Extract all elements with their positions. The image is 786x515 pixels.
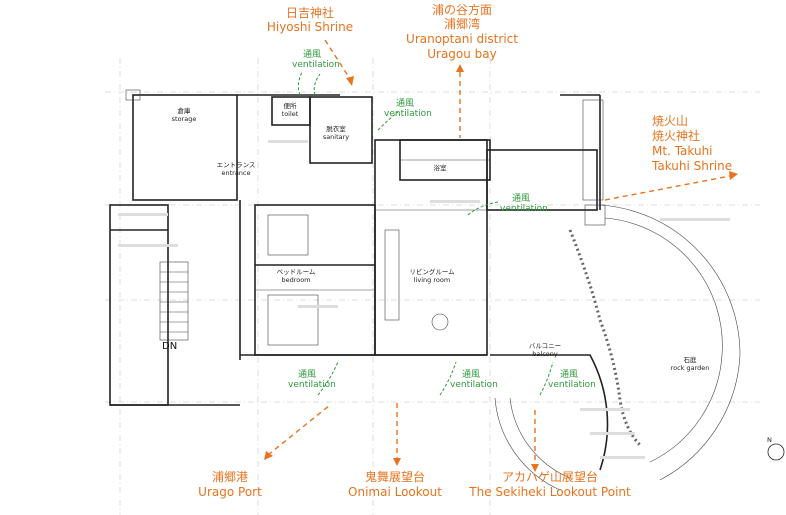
room-bedroom-ja: ベッドルーム: [277, 268, 316, 276]
room-toilet-en: toilet: [282, 110, 299, 118]
hiyoshi-en: Hiyoshi Shrine: [267, 20, 353, 34]
sekiheki-en: The Sekiheki Lookout Point: [468, 485, 631, 499]
room-bedroom-en: bedroom: [281, 276, 310, 284]
room-toilet-ja: 便所: [284, 101, 298, 110]
room-balcony-ja: バルコニー: [529, 342, 561, 350]
uranoya-en2: Uragou bay: [427, 47, 497, 61]
arrow-urago-port-head: [264, 451, 273, 460]
onimai-ja: 鬼舞展望台: [365, 469, 425, 484]
room-entrance-ja: エントランス: [217, 161, 256, 169]
hiyoshi-ja: 日吉神社: [286, 5, 334, 20]
vent-5-en: ventilation: [450, 380, 498, 390]
vent-2-ja: 通風: [396, 98, 414, 109]
room-rock-garden-ja: 石庭: [684, 355, 698, 364]
vent-1-en: ventilation: [292, 60, 340, 70]
room-living-ja: リビングルーム: [409, 267, 455, 276]
room-storage-en: storage: [172, 115, 197, 123]
urago-port-ja: 浦郷港: [212, 470, 248, 484]
north-arrow: [767, 443, 785, 461]
uranoya-ja: 浦の谷方面: [432, 2, 492, 17]
direction-arrows: [264, 39, 738, 472]
sekiheki-ja: アカハゲ山展望台: [502, 469, 598, 484]
takuhi-en2: Takuhi Shrine: [651, 159, 732, 173]
arrow-takuhi: [604, 175, 731, 201]
room-sanitary-ja: 脱衣室: [326, 124, 346, 133]
arrow-hiyoshi-head: [346, 76, 354, 86]
grid-lines: [105, 58, 760, 515]
arrow-takuhi-head: [729, 171, 738, 180]
room-rock-garden-en: rock garden: [671, 364, 710, 372]
takuhi-ja2: 焼火神社: [652, 128, 700, 143]
rock-garden-stones: [568, 229, 642, 447]
vent-3-en: ventilation: [500, 204, 548, 214]
room-living-en: living room: [414, 276, 450, 284]
vent-4-en: ventilation: [288, 380, 336, 390]
vent-4-ja: 通風: [298, 369, 316, 380]
ventilation-arrows: [297, 71, 554, 396]
room-entrance-en: entrance: [221, 169, 250, 177]
arrow-sekiheki-head: [531, 464, 539, 472]
walls: [109, 89, 606, 406]
vent-5-ja: 通風: [462, 369, 480, 380]
room-sanitary-en: sanitary: [323, 133, 349, 141]
onimai-en: Onimai Lookout: [348, 485, 442, 499]
takuhi-ja: 焼火山: [652, 114, 688, 128]
uranoya-ja2: 浦郷湾: [444, 16, 480, 31]
room-bath-ja: 浴室: [434, 163, 448, 172]
balcony-outline: [490, 204, 741, 491]
takuhi-en: Mt. Takuhi: [652, 144, 713, 158]
stairs: [159, 261, 189, 341]
arrow-urago-port: [267, 404, 331, 456]
vent-6-ja: 通風: [560, 369, 578, 380]
vent-3-ja: 通風: [512, 193, 530, 204]
stairs-label: DN: [162, 341, 177, 352]
vent-1-ja: 通風: [303, 49, 321, 60]
room-storage-ja: 倉庫: [178, 106, 192, 115]
arrow-onimai-head: [393, 458, 401, 466]
urago-port-en: Urago Port: [198, 485, 262, 499]
north-label: N: [767, 436, 772, 444]
annotation-notes: [118, 140, 730, 459]
vent-6-en: ventilation: [548, 380, 596, 390]
uranoya-en: Uranoptani district: [406, 32, 518, 46]
vent-2-en: ventilation: [384, 109, 432, 119]
room-balcony-en: balcony: [532, 350, 558, 358]
arrow-uranoya-head: [456, 64, 464, 72]
